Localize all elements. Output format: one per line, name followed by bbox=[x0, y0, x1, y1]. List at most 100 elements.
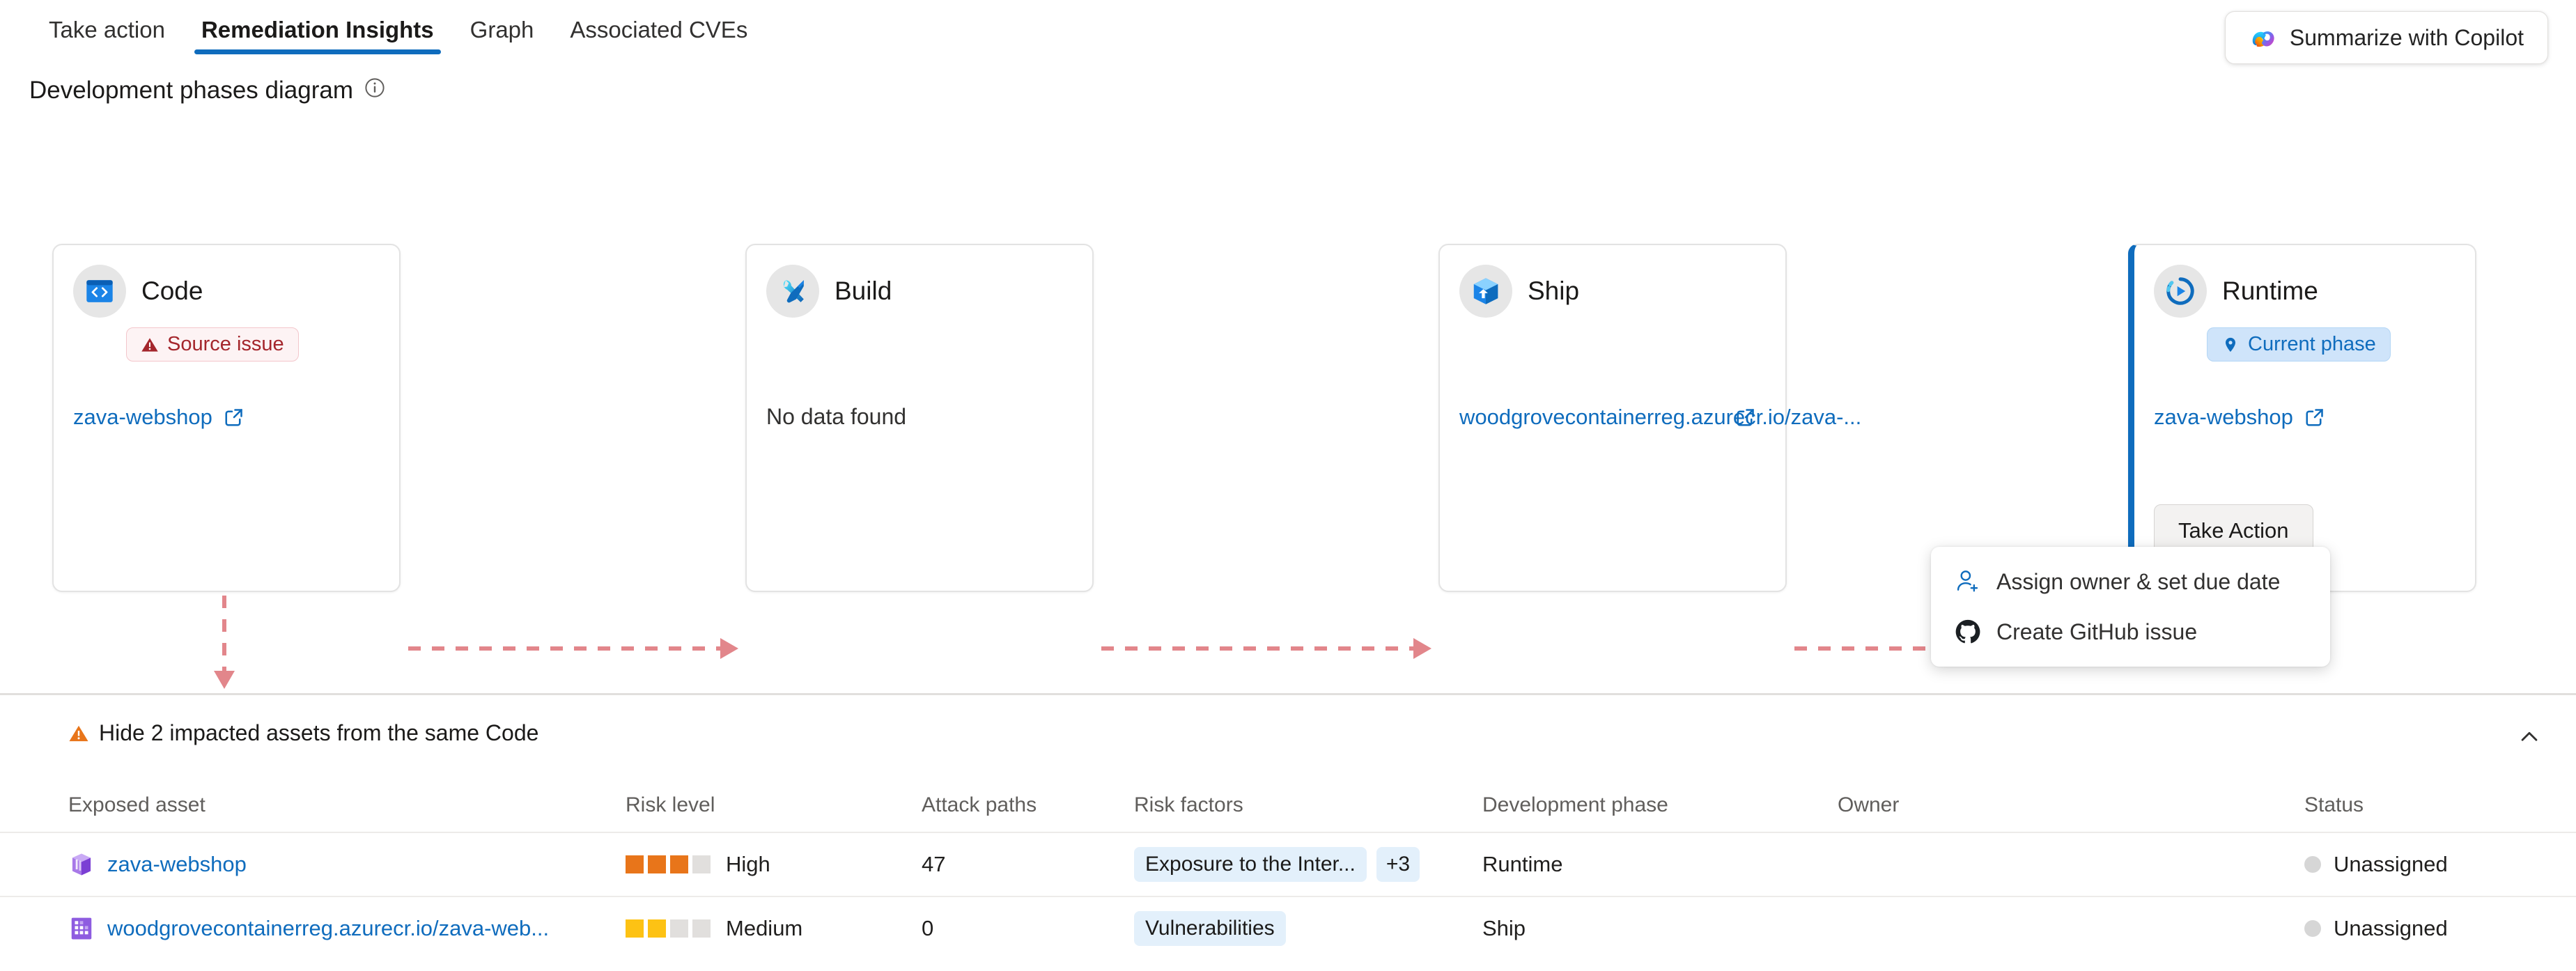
risk-factor-chip[interactable]: Exposure to the Inter... bbox=[1134, 847, 1367, 882]
section-divider bbox=[0, 693, 2576, 695]
external-link-icon bbox=[224, 404, 245, 434]
column-header-attack-paths[interactable]: Attack paths bbox=[922, 793, 1037, 816]
column-header-development-phase[interactable]: Development phase bbox=[1482, 793, 1668, 816]
column-header-risk-level[interactable]: Risk level bbox=[626, 793, 715, 816]
phase-card-runtime[interactable]: Runtime Current phase zava-webshop Take … bbox=[2128, 244, 2476, 592]
person-add-icon bbox=[1955, 568, 1981, 595]
menu-item-assign-owner[interactable]: Assign owner & set due date bbox=[1931, 557, 2330, 607]
asset-link-label: woodgrovecontainerreg.azurecr.io/zava-..… bbox=[1459, 405, 1862, 429]
cell-status: Unassigned bbox=[2304, 852, 2576, 877]
table-header-row: Exposed asset Risk level Attack paths Ri… bbox=[0, 779, 2576, 832]
badge-label: Current phase bbox=[2248, 333, 2376, 355]
copilot-label: Summarize with Copilot bbox=[2289, 24, 2524, 50]
tab-label: Graph bbox=[470, 17, 534, 42]
tab-label: Associated CVEs bbox=[570, 17, 748, 42]
code-phase-icon bbox=[73, 265, 126, 318]
phase-card-header: Ship bbox=[1459, 265, 1766, 318]
cell-exposed-asset: woodgrovecontainerreg.azurecr.io/zava-we… bbox=[68, 915, 626, 942]
asset-link-label: zava-webshop bbox=[73, 405, 212, 429]
status-dot-icon bbox=[2304, 920, 2321, 937]
cell-risk-level: Medium bbox=[626, 916, 922, 941]
column-header-status[interactable]: Status bbox=[2304, 793, 2364, 816]
cell-attack-paths: 47 bbox=[922, 852, 946, 876]
phase-card-body: zava-webshop bbox=[2154, 404, 2455, 434]
risk-meter-icon bbox=[626, 855, 711, 873]
cell-risk-level: High bbox=[626, 852, 922, 877]
status-dot-icon bbox=[2304, 856, 2321, 873]
status-badge: Unassigned bbox=[2334, 916, 2448, 940]
tab-label: Remediation Insights bbox=[201, 17, 434, 42]
hide-impacted-assets-toggle[interactable]: Hide 2 impacted assets from the same Cod… bbox=[68, 720, 538, 746]
tools-phase-icon bbox=[766, 265, 819, 318]
copilot-icon bbox=[2249, 24, 2276, 51]
phase-name: Build bbox=[835, 277, 892, 305]
table-row[interactable]: zava-webshop High 47 Exposure to the Int… bbox=[0, 832, 2576, 896]
column-header-exposed-asset[interactable]: Exposed asset bbox=[68, 793, 205, 816]
table-row[interactable]: woodgrovecontainerreg.azurecr.io/zava-we… bbox=[0, 896, 2576, 960]
phase-name: Ship bbox=[1528, 277, 1580, 305]
status-badge: Unassigned bbox=[2334, 852, 2448, 876]
phase-card-header: Runtime bbox=[2154, 265, 2455, 318]
info-icon[interactable] bbox=[364, 77, 385, 104]
risk-level-label: Medium bbox=[726, 916, 803, 940]
external-link-icon bbox=[1735, 404, 1756, 434]
phase-card-body: zava-webshop bbox=[73, 404, 380, 434]
phase-card-body: woodgrovecontainerreg.azurecr.io/zava-..… bbox=[1459, 404, 1862, 434]
cell-risk-factors: Vulnerabilities bbox=[1134, 911, 1482, 946]
cell-exposed-asset: zava-webshop bbox=[68, 851, 626, 878]
tab-graph[interactable]: Graph bbox=[452, 0, 552, 60]
collapse-section-button[interactable] bbox=[2512, 721, 2547, 756]
phase-name: Code bbox=[141, 277, 203, 305]
badge-label: Source issue bbox=[167, 333, 284, 355]
section-title: Development phases diagram bbox=[29, 77, 385, 104]
tab-remediation-insights[interactable]: Remediation Insights bbox=[183, 0, 452, 60]
menu-item-label: Create GitHub issue bbox=[1996, 619, 2198, 644]
github-icon bbox=[1955, 619, 1981, 645]
tab-label: Take action bbox=[49, 17, 165, 42]
asset-link[interactable]: woodgrovecontainerreg.azurecr.io/zava-we… bbox=[107, 916, 550, 940]
exposed-assets-table: Exposed asset Risk level Attack paths Ri… bbox=[0, 779, 2576, 960]
asset-link[interactable]: zava-webshop bbox=[107, 852, 247, 876]
phase-card-body: No data found bbox=[766, 404, 1073, 430]
tab-take-action[interactable]: Take action bbox=[31, 0, 183, 60]
cell-attack-paths: 0 bbox=[922, 916, 934, 940]
phase-card-header: Build bbox=[766, 265, 1073, 318]
connector-build-to-ship bbox=[1101, 638, 1431, 659]
status-badge-source-issue: Source issue bbox=[126, 327, 299, 362]
external-link-icon bbox=[2304, 404, 2325, 434]
phase-card-ship[interactable]: Ship woodgrovecontainerreg.azurecr.io/za… bbox=[1438, 244, 1862, 592]
container-registry-icon bbox=[68, 915, 95, 942]
container-app-icon bbox=[68, 851, 95, 878]
column-header-risk-factors[interactable]: Risk factors bbox=[1134, 793, 1243, 816]
column-header-owner[interactable]: Owner bbox=[1838, 793, 1900, 816]
tab-associated-cves[interactable]: Associated CVEs bbox=[552, 0, 766, 60]
warning-triangle-icon bbox=[68, 723, 89, 744]
phase-card-header: Code bbox=[73, 265, 380, 318]
cell-development-phase: Runtime bbox=[1482, 852, 1563, 876]
warning-triangle-icon bbox=[141, 336, 159, 354]
cell-status: Unassigned bbox=[2304, 916, 2576, 941]
no-data-message: No data found bbox=[766, 404, 907, 429]
take-action-dropdown-menu: Assign owner & set due date Create GitHu… bbox=[1931, 547, 2330, 667]
phase-asset-link-ship[interactable]: woodgrovecontainerreg.azurecr.io/zava-..… bbox=[1459, 404, 1862, 434]
menu-item-create-github-issue[interactable]: Create GitHub issue bbox=[1931, 607, 2330, 657]
phase-card-build[interactable]: Build No data found bbox=[745, 244, 1094, 592]
location-pin-icon bbox=[2221, 336, 2240, 354]
status-badge-current-phase: Current phase bbox=[2207, 327, 2391, 362]
impacted-assets-label: Hide 2 impacted assets from the same Cod… bbox=[99, 720, 539, 745]
phase-card-code[interactable]: Code Source issue zava-webshop bbox=[52, 244, 401, 592]
phase-asset-link-runtime[interactable]: zava-webshop bbox=[2154, 404, 2455, 434]
risk-level-label: High bbox=[726, 852, 770, 876]
tab-bar: Take action Remediation Insights Graph A… bbox=[0, 0, 2576, 60]
connector-code-to-build bbox=[408, 638, 738, 659]
chevron-up-icon bbox=[2517, 725, 2541, 752]
risk-factor-chip[interactable]: Vulnerabilities bbox=[1134, 911, 1286, 946]
risk-factor-more-chip[interactable]: +3 bbox=[1376, 847, 1420, 882]
cell-risk-factors: Exposure to the Inter... +3 bbox=[1134, 847, 1482, 882]
runtime-phase-icon bbox=[2154, 265, 2207, 318]
connector-code-to-assets bbox=[214, 596, 235, 693]
summarize-with-copilot-button[interactable]: Summarize with Copilot bbox=[2224, 11, 2548, 64]
development-phases-diagram: Code Source issue zava-webshop bbox=[0, 230, 2576, 659]
package-phase-icon bbox=[1459, 265, 1512, 318]
phase-asset-link-code[interactable]: zava-webshop bbox=[73, 404, 380, 434]
